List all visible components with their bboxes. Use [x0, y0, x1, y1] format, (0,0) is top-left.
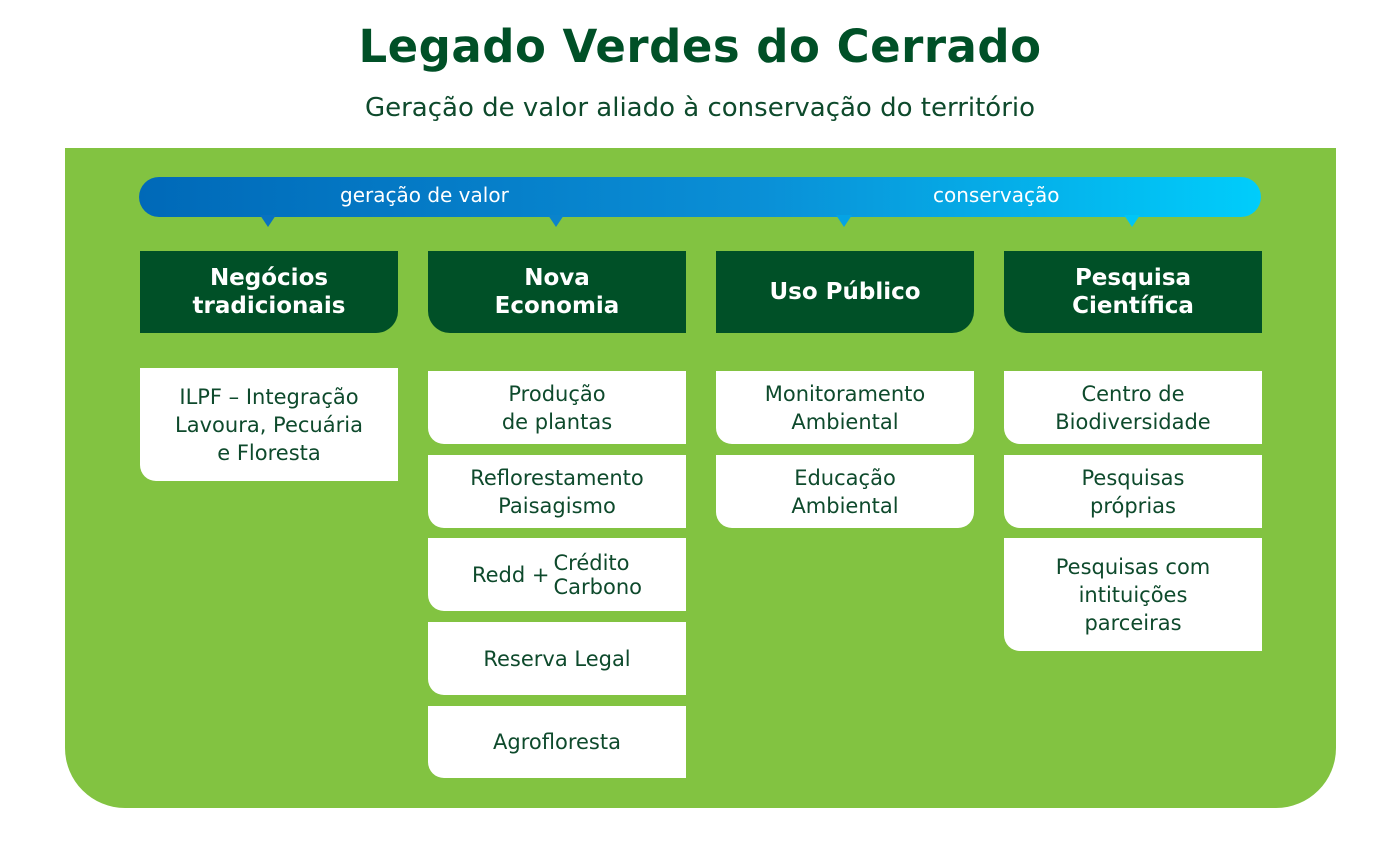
arrow-notch-1 — [260, 215, 276, 227]
card-pesquisas-proprias: Pesquisas próprias — [1004, 455, 1262, 528]
bar-label-value: geração de valor — [340, 183, 509, 207]
card-monitoramento: Monitoramento Ambiental — [716, 371, 974, 444]
redd-carbono: Carbono — [553, 574, 642, 599]
arrow-notch-3 — [836, 215, 852, 227]
bar-label-conservation: conservação — [933, 183, 1060, 207]
column-header-uso-publico: Uso Público — [716, 251, 974, 333]
redd-prefix: Redd + — [471, 562, 550, 587]
card-centro-biodiversidade: Centro de Biodiversidade — [1004, 371, 1262, 444]
page-subtitle: Geração de valor aliado à conservação do… — [364, 93, 1036, 123]
card-redd-carbono: Redd + Crédito Carbono — [428, 538, 686, 611]
column-header-nova-economia: Nova Economia — [428, 251, 686, 333]
card-reserva-legal: Reserva Legal — [428, 622, 686, 695]
page-title: Legado Verdes do Cerrado — [358, 20, 1042, 73]
column-header-pesquisa: Pesquisa Científica — [1004, 251, 1262, 333]
card-reflorestamento: Reflorestamento Paisagismo — [428, 455, 686, 528]
arrow-notch-4 — [1124, 215, 1140, 227]
card-educacao: Educação Ambiental — [716, 455, 974, 528]
card-pesquisas-parceiras: Pesquisas com intituições parceiras — [1004, 538, 1262, 651]
redd-credito: Crédito — [553, 550, 630, 575]
card-ilpf: ILPF – Integração Lavoura, Pecuária e Fl… — [140, 368, 398, 481]
card-agrofloresta: Agrofloresta — [428, 706, 686, 778]
arrow-notch-2 — [548, 215, 564, 227]
value-conservation-arrow — [139, 177, 1261, 217]
column-header-negocios: Negócios tradicionais — [140, 251, 398, 333]
card-producao-plantas: Produção de plantas — [428, 371, 686, 444]
